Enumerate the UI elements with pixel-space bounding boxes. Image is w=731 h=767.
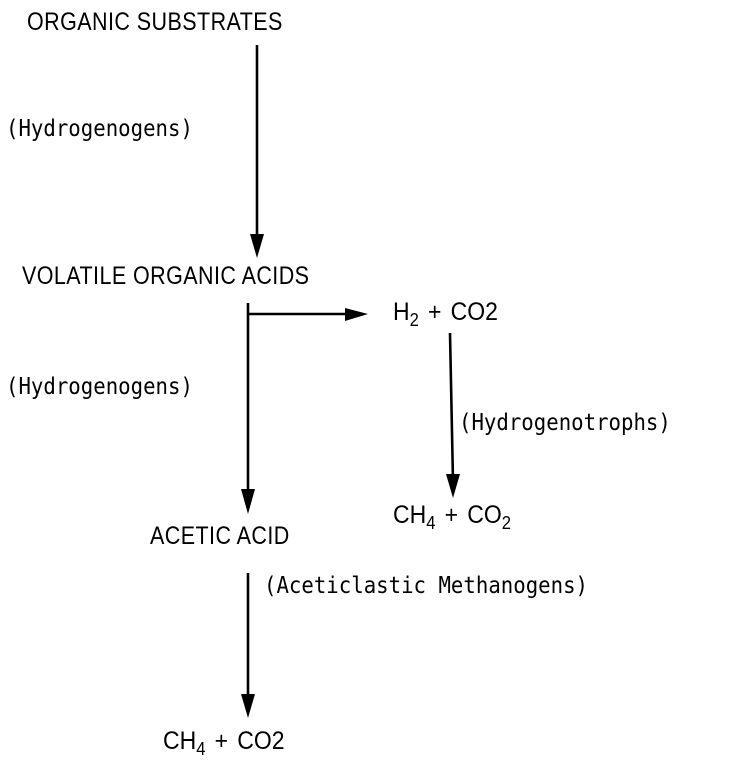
formula-plus: + — [444, 501, 459, 529]
label-hydrogenotrophs: (Hydrogenotrophs) — [459, 410, 671, 436]
formula-plus: + — [214, 727, 229, 755]
formula-plus: + — [428, 298, 442, 326]
formula-subscript: 4 — [196, 739, 206, 759]
formula-term: CO — [467, 501, 502, 529]
formula-subscript: 2 — [501, 513, 511, 533]
arrowhead-h2-to-ch4 — [446, 474, 460, 498]
formula-ch4-co2-bottom: CH4 + CO2 — [163, 727, 285, 759]
arrowhead-substrates-to-acids — [250, 234, 264, 258]
formula-term: CH — [393, 501, 427, 529]
node-acetic-acid: ACETIC ACID — [150, 522, 290, 550]
formula-term: CH — [163, 727, 197, 755]
node-organic-substrates: ORGANIC SUBSTRATES — [27, 8, 283, 36]
node-volatile-organic-acids: VOLATILE ORGANIC ACIDS — [22, 262, 310, 290]
arrow-h2-to-ch4 — [448, 332, 455, 483]
label-hydrogenogens-2: (Hydrogenogens) — [6, 374, 193, 400]
arrowhead-acids-to-acetic — [241, 489, 255, 514]
formula-term: CO2 — [237, 727, 285, 755]
formula-h2-co2: H2 + CO2 — [393, 298, 498, 330]
formula-term: CO2 — [450, 298, 498, 326]
label-hydrogenogens-1: (Hydrogenogens) — [6, 116, 193, 142]
arrowhead-acids-to-h2 — [345, 308, 368, 321]
formula-subscript: 4 — [426, 513, 436, 533]
formula-subscript: 2 — [409, 310, 419, 330]
formula-ch4-co2-right: CH4 + CO2 — [393, 501, 511, 533]
label-aceticlastic-methanogens: (Aceticlastic Methanogens) — [264, 573, 589, 599]
formula-term: H — [393, 298, 410, 326]
arrowhead-acetic-to-ch4 — [241, 694, 255, 718]
